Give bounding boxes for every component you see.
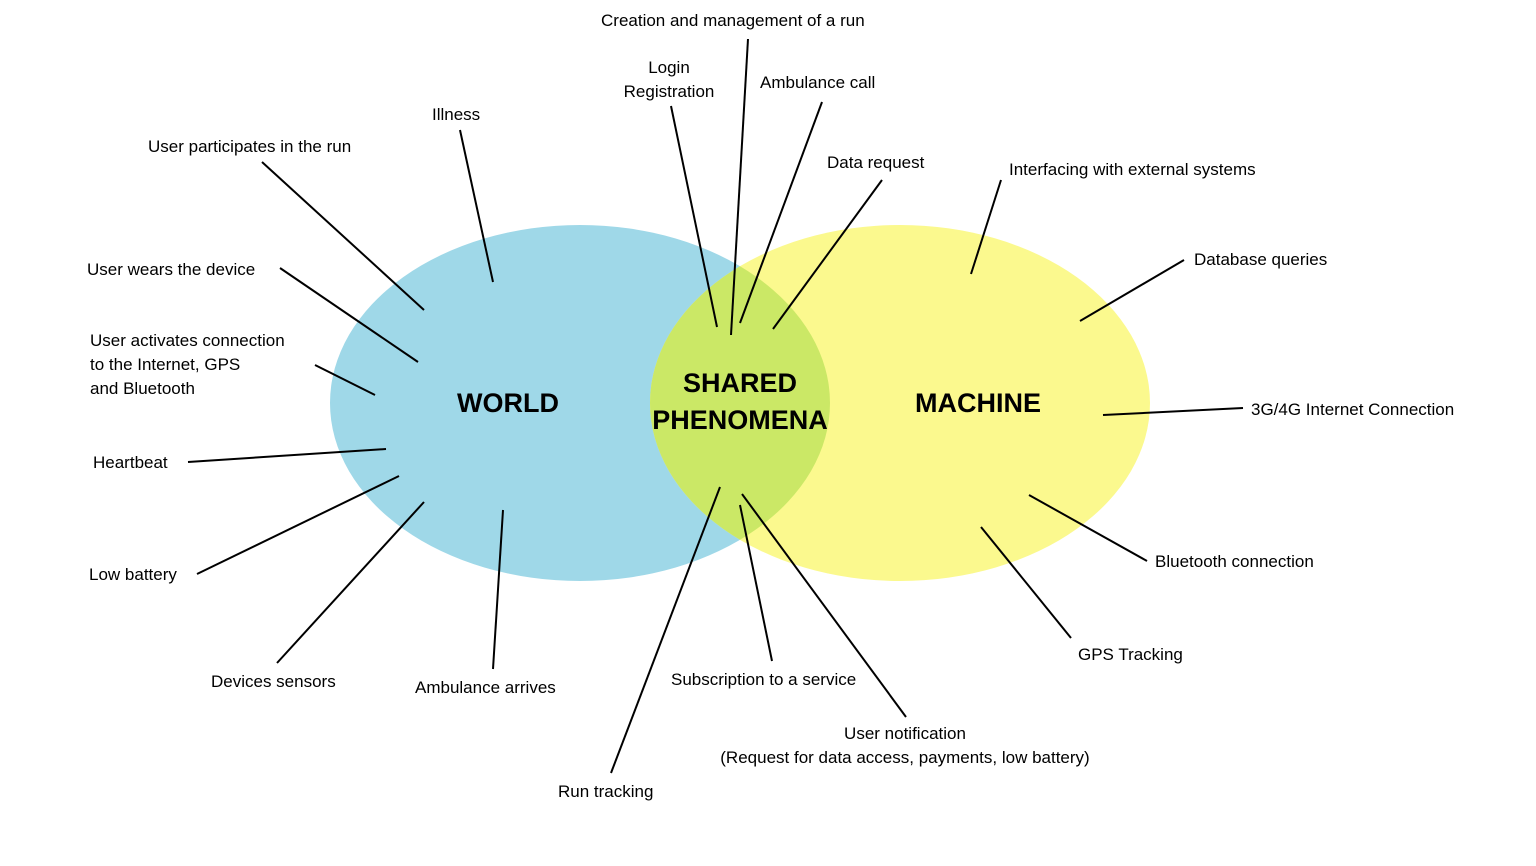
label-user-activates-line1: User activates connection [90, 331, 285, 350]
connector-user-participates [261, 161, 425, 311]
label-user-notification-line1: User notification [844, 724, 966, 743]
label-database-queries: Database queries [1194, 250, 1327, 269]
machine-title: MACHINE [915, 388, 1041, 418]
label-low-battery: Low battery [89, 565, 177, 584]
connector-data-request [772, 179, 883, 330]
connector-ambulance-call [739, 101, 823, 324]
label-user-notification-line2: (Request for data access, payments, low … [720, 748, 1089, 767]
connector-user-notification [741, 493, 907, 718]
label-internet-connection: 3G/4G Internet Connection [1251, 400, 1454, 419]
connector-user-wears [279, 267, 419, 363]
label-user-activates-line3: and Bluetooth [90, 379, 195, 398]
label-login-line2: Registration [624, 82, 715, 101]
label-gps-tracking: GPS Tracking [1078, 645, 1183, 664]
connector-heartbeat [187, 448, 387, 463]
connector-interfacing [970, 179, 1002, 275]
label-bluetooth-connection: Bluetooth connection [1155, 552, 1314, 571]
connector-subscription [739, 504, 773, 662]
connector-user-activates [314, 364, 376, 396]
shared-title-line2: PHENOMENA [652, 405, 828, 435]
label-illness: Illness [432, 105, 480, 124]
label-user-participates: User participates in the run [148, 137, 351, 156]
connector-lines [187, 38, 1244, 774]
label-data-request: Data request [827, 153, 925, 172]
connector-database-queries [1079, 259, 1185, 322]
label-run-tracking: Run tracking [558, 782, 653, 801]
label-login-line1: Login [648, 58, 690, 77]
world-title: WORLD [457, 388, 559, 418]
label-interfacing: Interfacing with external systems [1009, 160, 1256, 179]
connector-internet-connection [1102, 407, 1244, 416]
label-ambulance-call: Ambulance call [760, 73, 875, 92]
connector-devices-sensors [276, 501, 425, 664]
label-user-activates-line2: to the Internet, GPS [90, 355, 240, 374]
label-user-wears: User wears the device [87, 260, 255, 279]
connector-run-tracking [610, 486, 721, 774]
connector-login [670, 105, 718, 328]
connector-creation [730, 38, 749, 336]
shared-title-line1: SHARED [683, 368, 797, 398]
label-devices-sensors: Devices sensors [211, 672, 336, 691]
shared-phenomena-intersection [650, 225, 830, 581]
connector-low-battery [196, 475, 400, 575]
connector-ambulance-arrives [492, 509, 504, 670]
label-ambulance-arrives: Ambulance arrives [415, 678, 556, 697]
label-subscription: Subscription to a service [671, 670, 856, 689]
connector-bluetooth-connection [1028, 494, 1148, 562]
label-creation: Creation and management of a run [601, 11, 865, 30]
connector-illness [459, 129, 494, 283]
label-heartbeat: Heartbeat [93, 453, 168, 472]
connector-gps-tracking [980, 526, 1072, 639]
